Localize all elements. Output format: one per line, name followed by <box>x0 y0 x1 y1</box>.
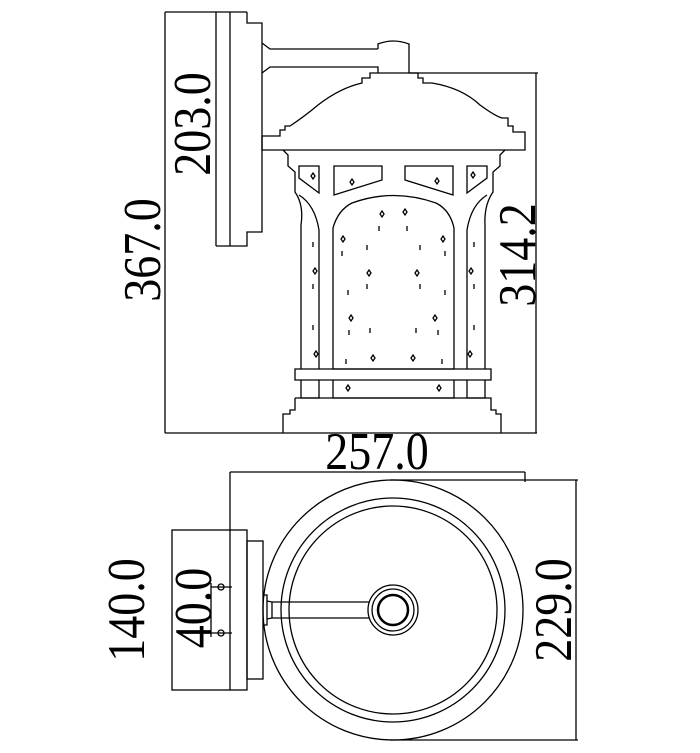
lantern-body <box>282 149 506 369</box>
label-overall-height: 367.0 <box>113 198 172 301</box>
label-wall-plate-width: 140.0 <box>97 558 156 661</box>
dim-line-lantern-height <box>409 72 538 433</box>
top-panels <box>298 165 488 196</box>
finial-outer-ring <box>367 584 419 636</box>
roof <box>261 72 526 151</box>
lantern-inner-ring <box>288 505 498 715</box>
arm <box>261 40 410 74</box>
lower-rail <box>294 368 492 399</box>
front-view <box>164 11 538 434</box>
glass-window <box>332 194 455 370</box>
top-view <box>171 471 578 741</box>
dim-line-projection <box>229 471 526 690</box>
dim-line-overall-height <box>164 11 537 434</box>
label-overall-projection: 257.0 <box>325 422 428 481</box>
seeded-glass-marks <box>310 170 476 393</box>
pillars <box>318 230 468 369</box>
arm-top <box>263 594 378 626</box>
mount-hole <box>217 583 225 591</box>
label-lantern-diameter: 229.0 <box>524 558 583 661</box>
dim-line-diameter <box>390 479 578 741</box>
wall-plate-inner <box>246 540 264 680</box>
label-wall-plate-height: 203.0 <box>163 72 222 175</box>
lantern-outer-ring <box>262 479 524 741</box>
finial-center <box>376 593 410 627</box>
mount-hole <box>217 629 225 637</box>
label-lantern-height: 314.2 <box>488 203 547 306</box>
wall-plate-side <box>216 12 263 247</box>
base <box>282 397 502 433</box>
finial-middle-ring <box>371 588 415 632</box>
label-mount-spacing: 40.0 <box>164 568 223 648</box>
lantern-middle-ring <box>280 497 506 723</box>
mount-spacing-marks <box>210 583 232 637</box>
